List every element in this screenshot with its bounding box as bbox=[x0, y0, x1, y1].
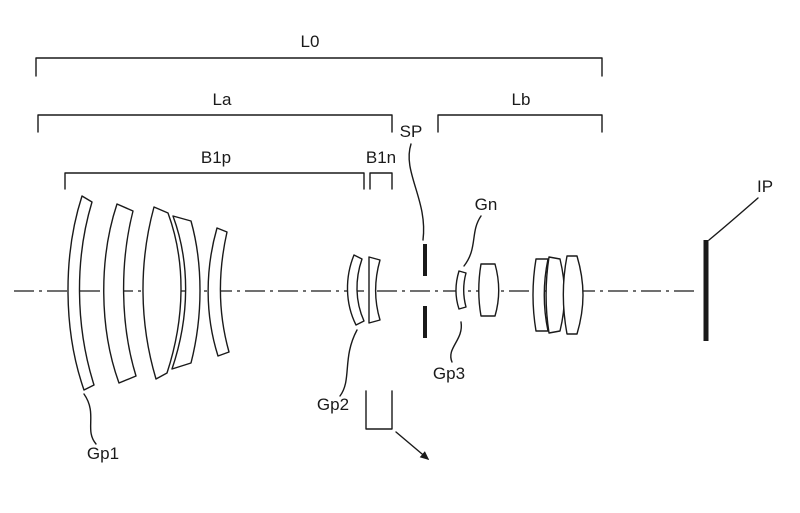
lens-lb-element-3 bbox=[562, 255, 584, 335]
leader-ip bbox=[708, 197, 759, 241]
leader-sp bbox=[408, 143, 425, 241]
lens-gp3-element bbox=[478, 263, 500, 317]
label-gn: Gn bbox=[475, 195, 498, 214]
bracket-l0 bbox=[35, 57, 603, 77]
lens-gp1-element-4 bbox=[171, 215, 201, 370]
lens-gn-element bbox=[455, 270, 467, 310]
label-gp1: Gp1 bbox=[87, 444, 119, 463]
lens-gp2-element-1 bbox=[346, 254, 365, 326]
lens-gp1-element-2 bbox=[103, 203, 137, 384]
bracket-b1p bbox=[64, 172, 365, 190]
lens-gp2-element-2 bbox=[368, 256, 381, 324]
leader-gp2 bbox=[339, 329, 358, 397]
label-l0: L0 bbox=[301, 32, 320, 51]
label-lb: Lb bbox=[512, 90, 531, 109]
movement-arrow bbox=[395, 431, 430, 460]
movement-bracket bbox=[365, 390, 393, 430]
lens-gp1-element-3 bbox=[142, 206, 182, 380]
label-gp3: Gp3 bbox=[433, 364, 465, 383]
leader-gp1 bbox=[83, 393, 97, 445]
label-gp2: Gp2 bbox=[317, 395, 349, 414]
leader-gp3 bbox=[450, 321, 462, 363]
label-b1p: B1p bbox=[201, 148, 231, 167]
label-la: La bbox=[213, 90, 232, 109]
lens-gp1-element-1 bbox=[67, 195, 95, 391]
lens-gp1-element-5 bbox=[207, 227, 230, 357]
label-b1n: B1n bbox=[366, 148, 396, 167]
lens-lb-element-2 bbox=[545, 256, 566, 334]
label-sp: SP bbox=[400, 122, 423, 141]
bracket-lb bbox=[437, 114, 603, 133]
label-ip: IP bbox=[757, 177, 773, 196]
bracket-b1n bbox=[369, 172, 393, 190]
leader-gn bbox=[463, 215, 482, 267]
bracket-la bbox=[37, 114, 393, 133]
